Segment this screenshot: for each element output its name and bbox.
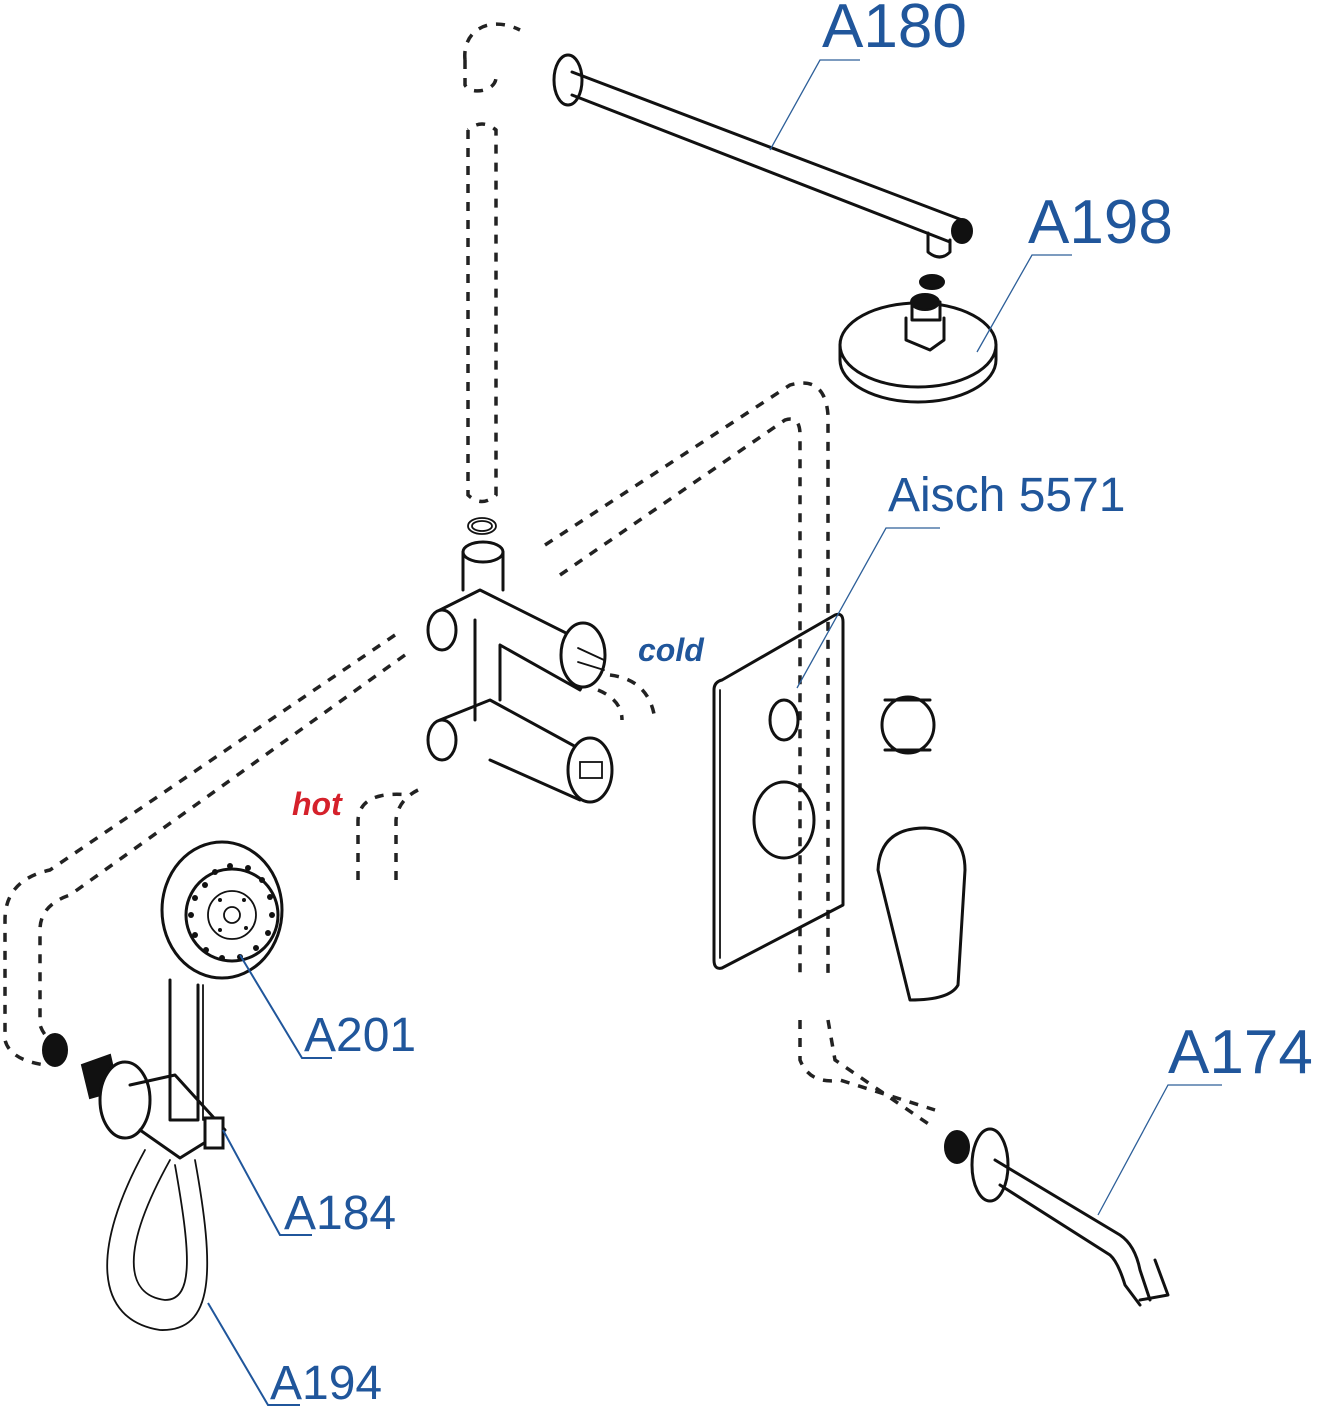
hand-shower-drawing xyxy=(160,840,284,1122)
spout-drawing xyxy=(944,1127,1170,1307)
hot-water-label: hot xyxy=(292,786,342,822)
leader-aisch xyxy=(796,527,940,689)
shower-arm-drawing xyxy=(552,53,973,290)
label-a174: A174 xyxy=(1168,1018,1313,1087)
label-a194: A194 xyxy=(270,1357,383,1410)
hidden-pipe-to-spout xyxy=(544,381,936,1127)
hidden-pipe-hot xyxy=(356,788,419,880)
leader-a174 xyxy=(1097,1084,1222,1216)
hidden-pipe-vertical-top xyxy=(463,22,521,535)
label-aisch-5571: Aisch 5571 xyxy=(888,469,1126,522)
head-shower-drawing xyxy=(838,293,998,404)
leader-lines xyxy=(207,59,1222,1406)
trim-plate-drawing xyxy=(712,612,967,1002)
label-a198: A198 xyxy=(1028,188,1173,257)
wall-outlet-drawing xyxy=(42,1033,227,1160)
hidden-pipe-cold xyxy=(597,673,657,721)
leader-a180 xyxy=(769,59,860,151)
cold-water-label: cold xyxy=(638,632,704,668)
leader-a194 xyxy=(207,1302,300,1406)
label-a184: A184 xyxy=(284,1187,397,1240)
mixer-body-drawing xyxy=(426,540,614,804)
leader-a201 xyxy=(239,954,332,1059)
leader-a184 xyxy=(222,1129,312,1236)
spray-nozzles xyxy=(188,863,275,961)
label-a201: A201 xyxy=(304,1009,417,1062)
label-a180: A180 xyxy=(822,0,967,61)
leader-a198 xyxy=(976,254,1072,353)
hidden-pipe-to-outlet xyxy=(3,633,407,1067)
hose-drawing xyxy=(106,1149,209,1331)
